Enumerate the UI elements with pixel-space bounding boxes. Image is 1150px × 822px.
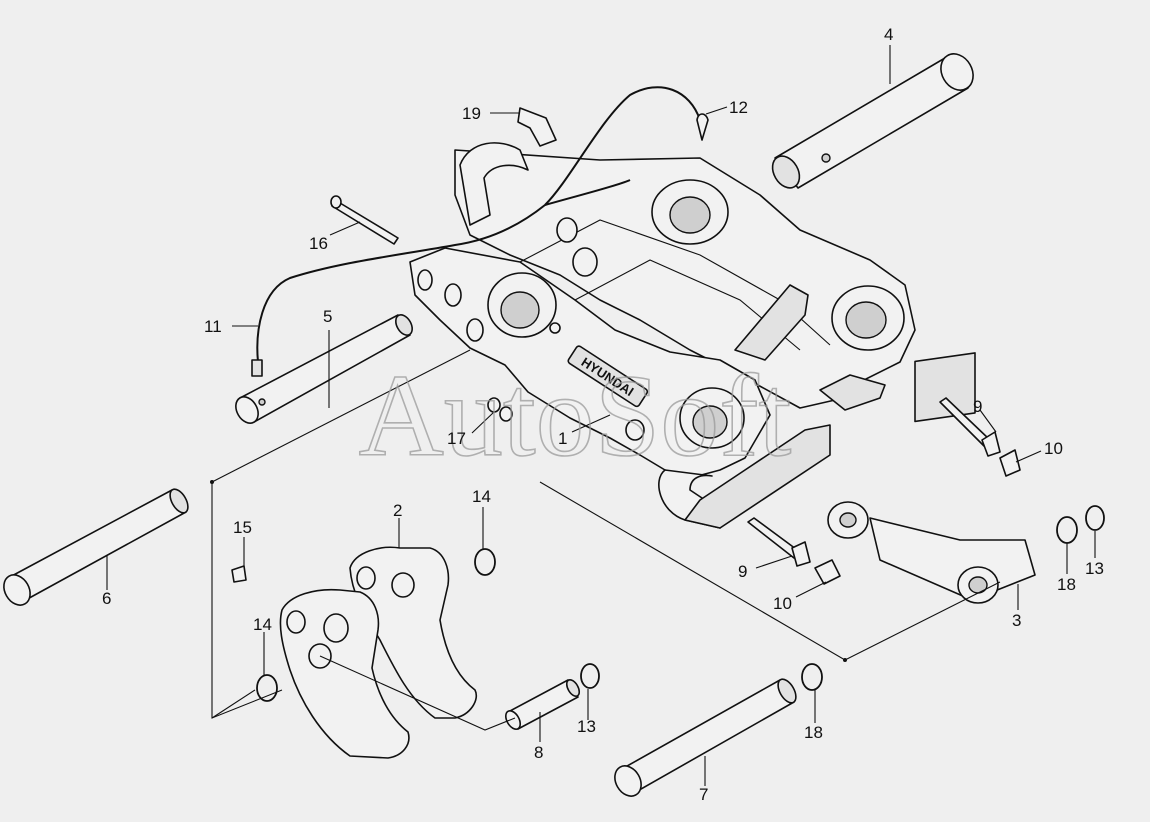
callout-10b: 10 <box>773 594 792 613</box>
callout-6: 6 <box>102 589 111 608</box>
safety-cable <box>251 86 701 377</box>
callout-17: 17 <box>447 429 466 448</box>
hydraulic-cylinder-3 <box>827 352 1036 604</box>
callout-11: 11 <box>204 317 222 336</box>
pin-6 <box>3 488 189 606</box>
rings <box>256 505 1105 702</box>
callout-9a: 9 <box>973 397 982 416</box>
callout-13a: 13 <box>1085 559 1104 578</box>
fittings <box>747 397 1021 585</box>
callout-18a: 18 <box>1057 575 1076 594</box>
pin-7 <box>614 678 797 797</box>
quick-coupler-frame: HYUNDAI <box>409 142 916 529</box>
callout-15: 15 <box>233 518 252 537</box>
callout-7: 7 <box>699 785 708 804</box>
callout-13b: 13 <box>577 717 596 736</box>
callout-2: 2 <box>393 501 402 520</box>
callout-12: 12 <box>729 98 748 117</box>
pin-5 <box>235 314 413 424</box>
callout-14b: 14 <box>253 615 272 634</box>
callout-18b: 18 <box>804 723 823 742</box>
callout-16: 16 <box>309 234 328 253</box>
callout-3: 3 <box>1012 611 1021 630</box>
watermark: AutoSoft <box>359 350 792 481</box>
small-parts <box>231 107 709 583</box>
callout-14a: 14 <box>472 487 491 506</box>
callout-9b: 9 <box>738 562 747 581</box>
link-plates-2 <box>279 546 477 759</box>
leader-lines <box>106 45 1096 786</box>
callout-10a: 10 <box>1044 439 1063 458</box>
pin-4 <box>771 53 974 189</box>
callout-4: 4 <box>884 25 893 44</box>
callout-5: 5 <box>323 307 332 326</box>
callout-8: 8 <box>534 743 543 762</box>
callout-labels: 1 2 3 4 5 6 7 8 9 9 10 10 11 12 13 13 14… <box>102 25 1104 804</box>
callout-1: 1 <box>558 429 567 448</box>
pin-8 <box>504 679 581 730</box>
callout-19: 19 <box>462 104 481 123</box>
